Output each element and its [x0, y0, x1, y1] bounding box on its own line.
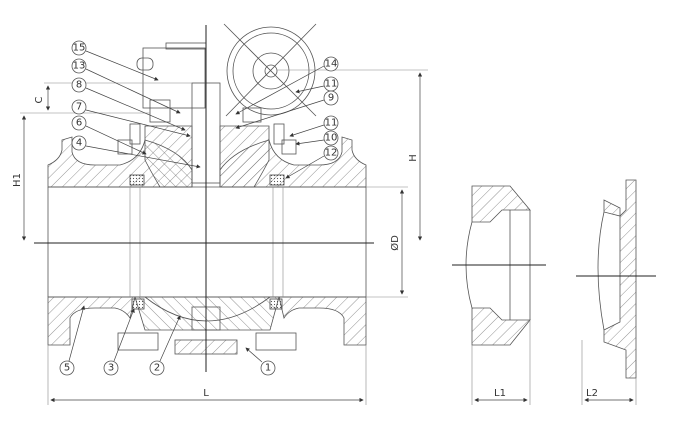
dimension-c: C: [20, 82, 192, 114]
svg-text:1: 1: [265, 363, 271, 374]
valve-body-top: [47, 123, 367, 188]
svg-text:11: 11: [325, 118, 338, 129]
dimension-h1: H1: [12, 115, 27, 241]
svg-text:L: L: [203, 388, 209, 399]
svg-text:3: 3: [108, 363, 114, 374]
svg-text:H: H: [408, 154, 419, 162]
svg-text:L1: L1: [494, 388, 506, 399]
dimension-od: ØD: [366, 186, 408, 298]
svg-text:2: 2: [154, 363, 160, 374]
svg-text:11: 11: [325, 79, 338, 90]
svg-text:5: 5: [64, 363, 70, 374]
svg-text:H1: H1: [12, 173, 23, 187]
callouts: 15 13 8 7 6 4 14 11 9 11 10 12 5 3 2 1: [59, 40, 339, 376]
svg-text:10: 10: [325, 133, 338, 144]
svg-text:4: 4: [76, 138, 82, 149]
svg-text:6: 6: [76, 118, 82, 129]
svg-text:C: C: [34, 96, 45, 103]
gear-operator: [136, 23, 317, 123]
svg-text:ØD: ØD: [389, 235, 401, 251]
svg-text:14: 14: [325, 59, 338, 70]
svg-text:9: 9: [328, 93, 334, 104]
valve-body-bottom: [47, 296, 367, 355]
butt-weld-end-detail: L1: [452, 185, 546, 405]
flange-end-detail: L2: [576, 179, 656, 405]
svg-text:12: 12: [325, 148, 338, 159]
dimension-h: H: [277, 69, 428, 241]
svg-text:8: 8: [76, 80, 82, 91]
svg-text:15: 15: [73, 43, 86, 54]
svg-text:L2: L2: [586, 388, 598, 399]
svg-text:13: 13: [73, 61, 86, 72]
svg-text:7: 7: [76, 102, 82, 113]
dimension-l: L: [47, 345, 367, 405]
